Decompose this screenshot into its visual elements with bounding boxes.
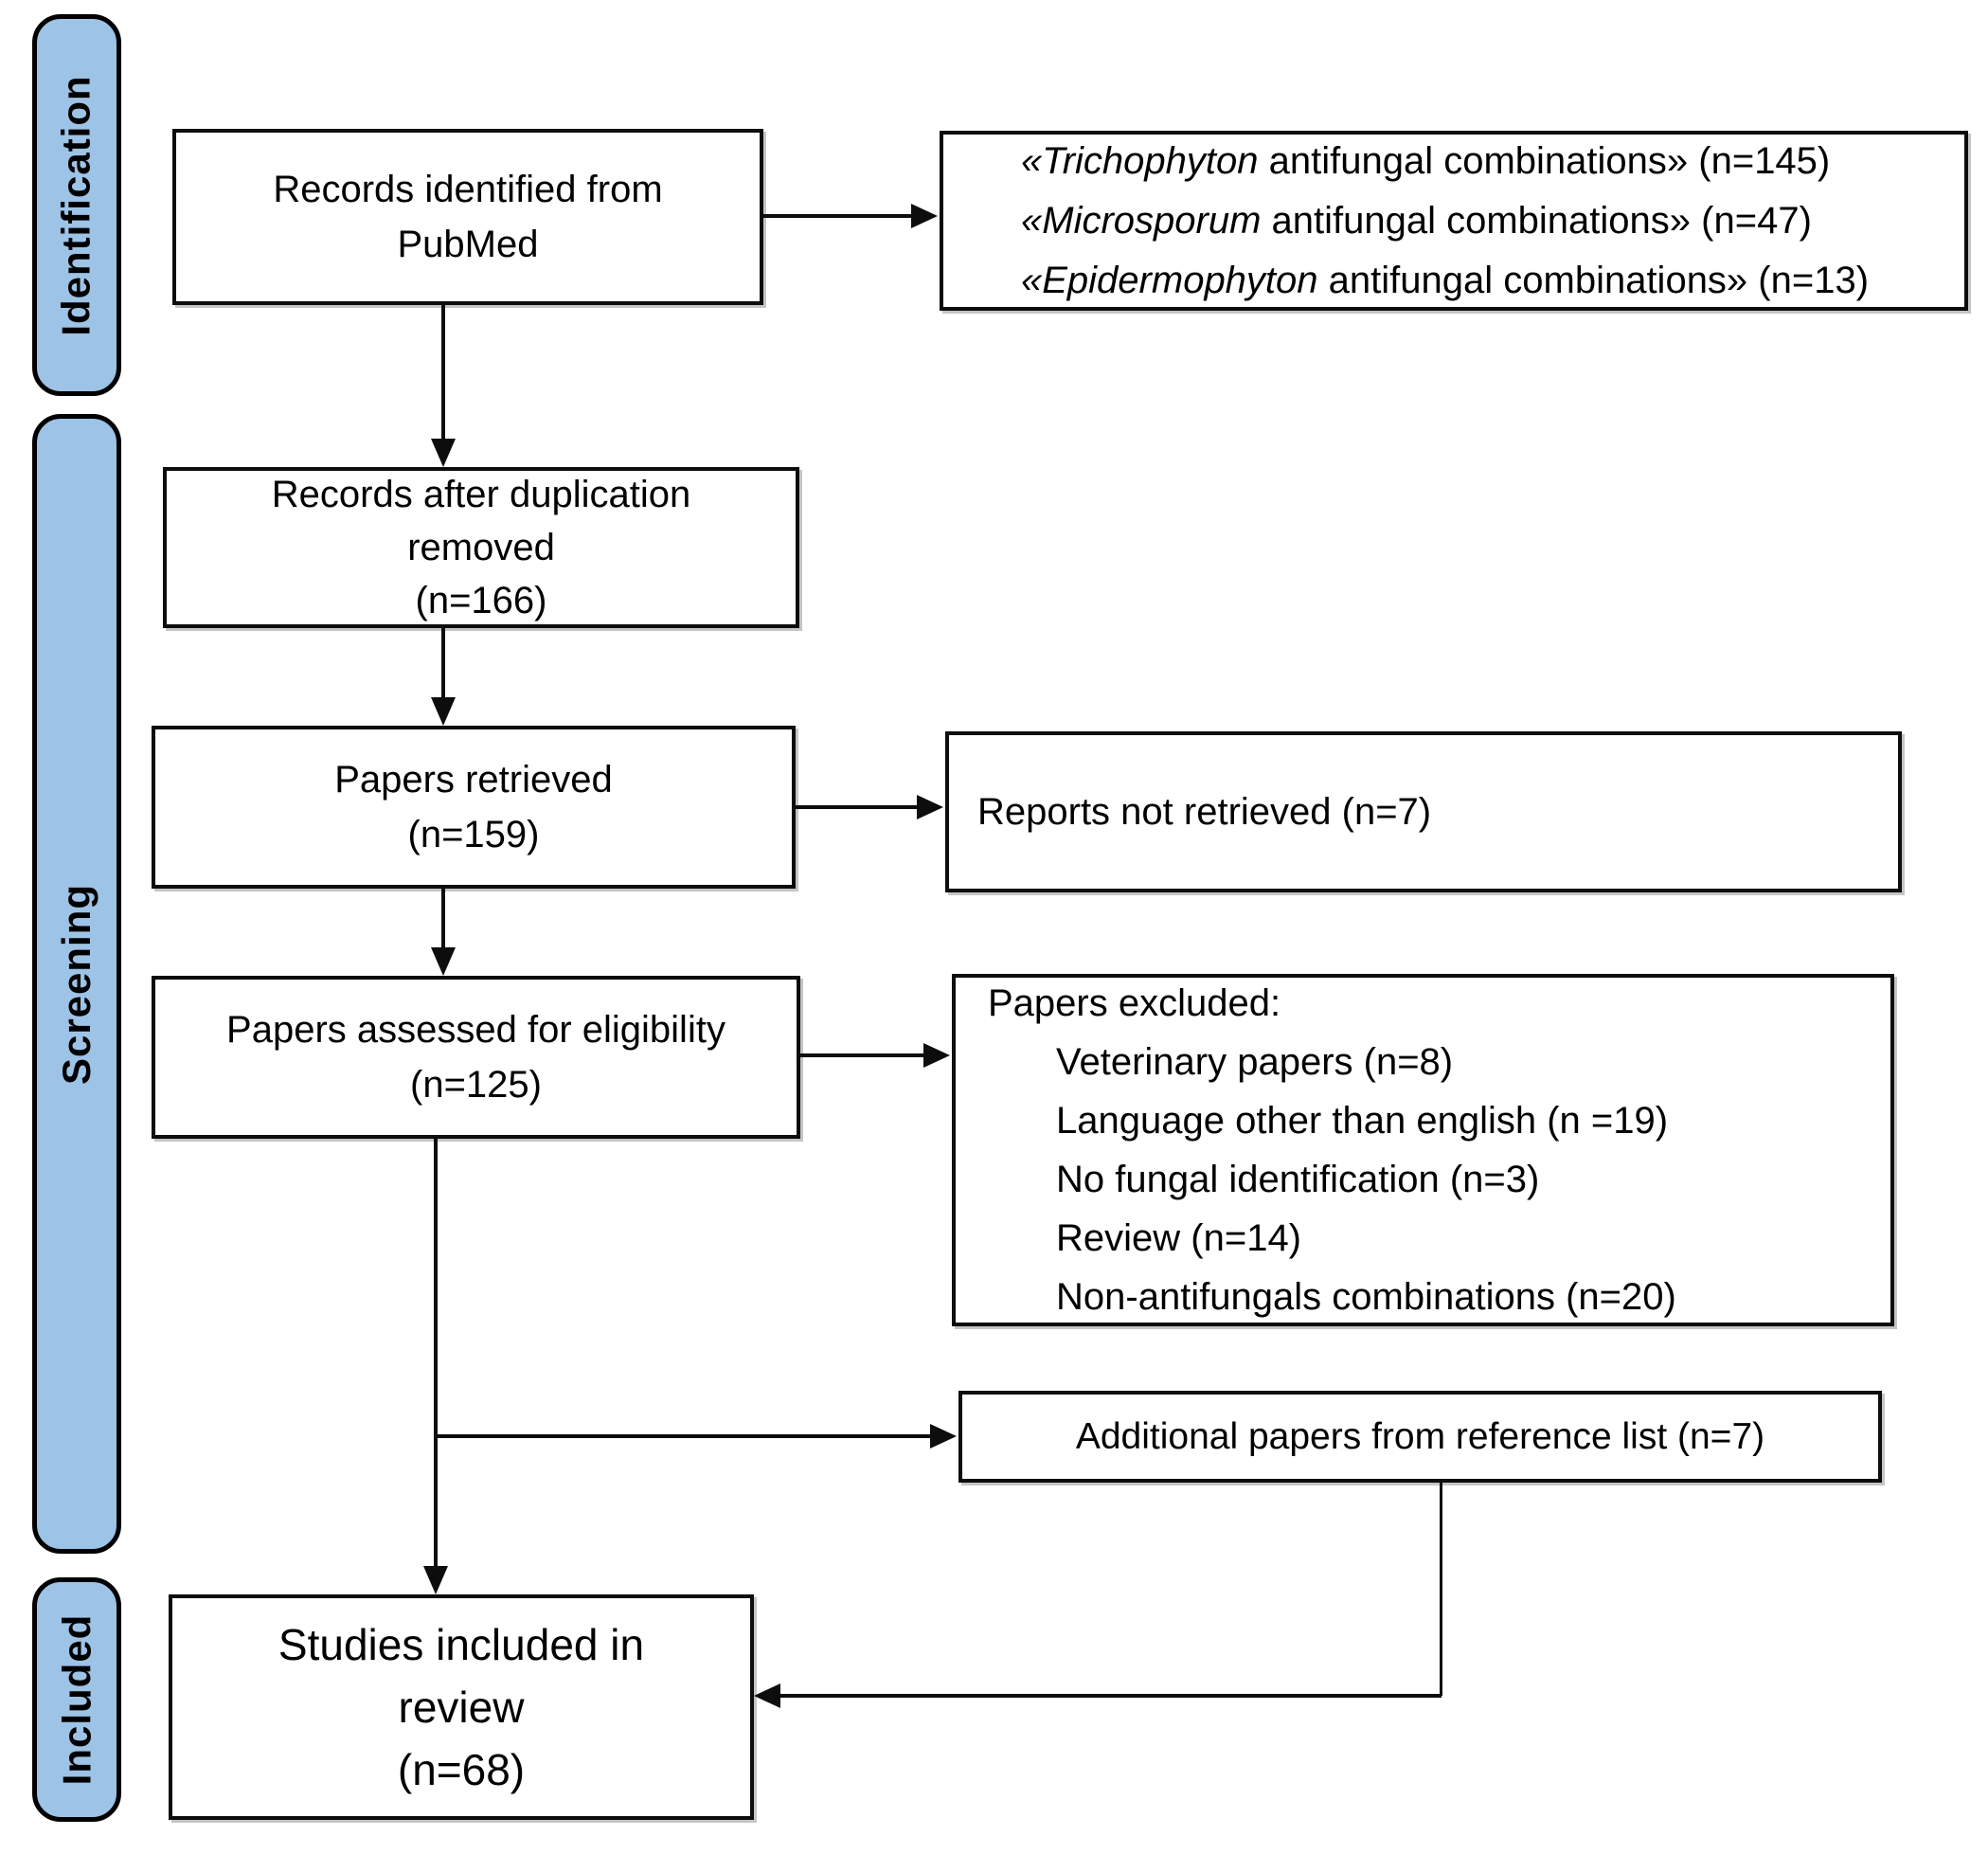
box-text-line: Records after duplication <box>271 474 691 515</box>
excluded-item: Veterinary papers (n=8) <box>1056 1041 1454 1083</box>
box-additional-papers: Additional papers from reference list (n… <box>958 1391 1882 1483</box>
box-text-line: (n=68) <box>397 1745 526 1794</box>
genus-name: «Microsporum <box>1021 199 1262 242</box>
connector-retrieved-to-notretrieved <box>796 805 919 809</box>
stage-label-identification: Identification <box>54 74 99 336</box>
connector-identified-to-queries <box>763 214 913 218</box>
box-records-identified: Records identified from PubMed <box>172 129 763 305</box>
stage-label-screening: Screening <box>54 883 99 1085</box>
genus-name: «Trichophyton <box>1021 139 1259 182</box>
genus-name: «Epidermophyton <box>1021 259 1318 301</box>
stage-bar-screening: Screening <box>32 414 121 1554</box>
connector-identified-to-duplication <box>441 305 445 441</box>
connector-duplication-to-retrieved <box>441 628 445 699</box>
connector-assessed-to-excluded <box>800 1053 925 1057</box>
box-text-line: (n=125) <box>410 1064 542 1106</box>
excluded-item: No fungal identification (n=3) <box>1056 1159 1540 1200</box>
box-text-line: Papers assessed for eligibility <box>226 1009 725 1051</box>
arrowhead-down-icon <box>423 1566 448 1594</box>
box-reports-not-retrieved: Reports not retrieved (n=7) <box>945 731 1902 892</box>
box-text-line: removed <box>407 527 555 568</box>
box-text-line: Records identified from <box>273 169 663 210</box>
box-search-queries: «Trichophyton antifungal combinations» (… <box>940 131 1968 311</box>
box-text-line: review <box>398 1683 525 1732</box>
connector-additional-down <box>1440 1483 1442 1696</box>
arrowhead-left-icon <box>754 1683 780 1708</box>
arrowhead-down-icon <box>431 947 456 976</box>
box-text-line: Reports not retrieved (n=7) <box>977 791 1432 833</box>
excluded-item: Language other than english (n =19) <box>1056 1100 1669 1142</box>
arrowhead-right-icon <box>923 1043 950 1068</box>
box-text-line: PubMed <box>397 224 539 265</box>
box-text-line: Studies included in <box>278 1620 645 1669</box>
arrowhead-right-icon <box>911 204 938 228</box>
query-text: antifungal combinations» (n=13) <box>1317 259 1870 301</box>
connector-assessed-to-included <box>434 1139 438 1568</box>
query-text: antifungal combinations» (n=47) <box>1261 199 1812 242</box>
box-assessed-eligibility: Papers assessed for eligibility (n=125) <box>152 976 800 1139</box>
stage-label-included: Included <box>54 1613 99 1786</box>
arrowhead-right-icon <box>917 795 943 819</box>
box-papers-retrieved: Papers retrieved (n=159) <box>152 726 796 889</box>
connector-additional-to-included <box>780 1694 1442 1698</box>
box-after-duplication: Records after duplication removed (n=166… <box>163 467 799 628</box>
box-text-line: Papers retrieved <box>334 759 613 801</box>
stage-bar-included: Included <box>32 1577 121 1822</box>
connector-branch-to-additional <box>436 1434 932 1438</box>
box-papers-excluded: Papers excluded: Veterinary papers (n=8)… <box>952 974 1894 1326</box>
search-query-line: «Microsporum antifungal combinations» (n… <box>1021 191 1964 251</box>
search-query-line: «Epidermophyton antifungal combinations»… <box>1021 251 1964 311</box>
box-text-line: Additional papers from reference list (n… <box>1075 1415 1765 1457</box>
excluded-item: Review (n=14) <box>1056 1217 1302 1259</box>
excluded-title: Papers excluded: <box>988 982 1281 1024</box>
excluded-item: Non-antifungals combinations (n=20) <box>1056 1276 1676 1318</box>
stage-bar-identification: Identification <box>32 14 121 396</box>
arrowhead-down-icon <box>431 697 456 726</box>
box-studies-included: Studies included in review (n=68) <box>169 1594 754 1820</box>
box-text-line: (n=166) <box>415 580 547 621</box>
box-text-line: (n=159) <box>407 814 540 855</box>
arrowhead-down-icon <box>431 439 456 467</box>
arrowhead-right-icon <box>930 1424 957 1449</box>
query-text: antifungal combinations» (n=145) <box>1258 139 1831 182</box>
search-query-line: «Trichophyton antifungal combinations» (… <box>1021 132 1964 191</box>
connector-retrieved-to-assessed <box>441 889 445 949</box>
